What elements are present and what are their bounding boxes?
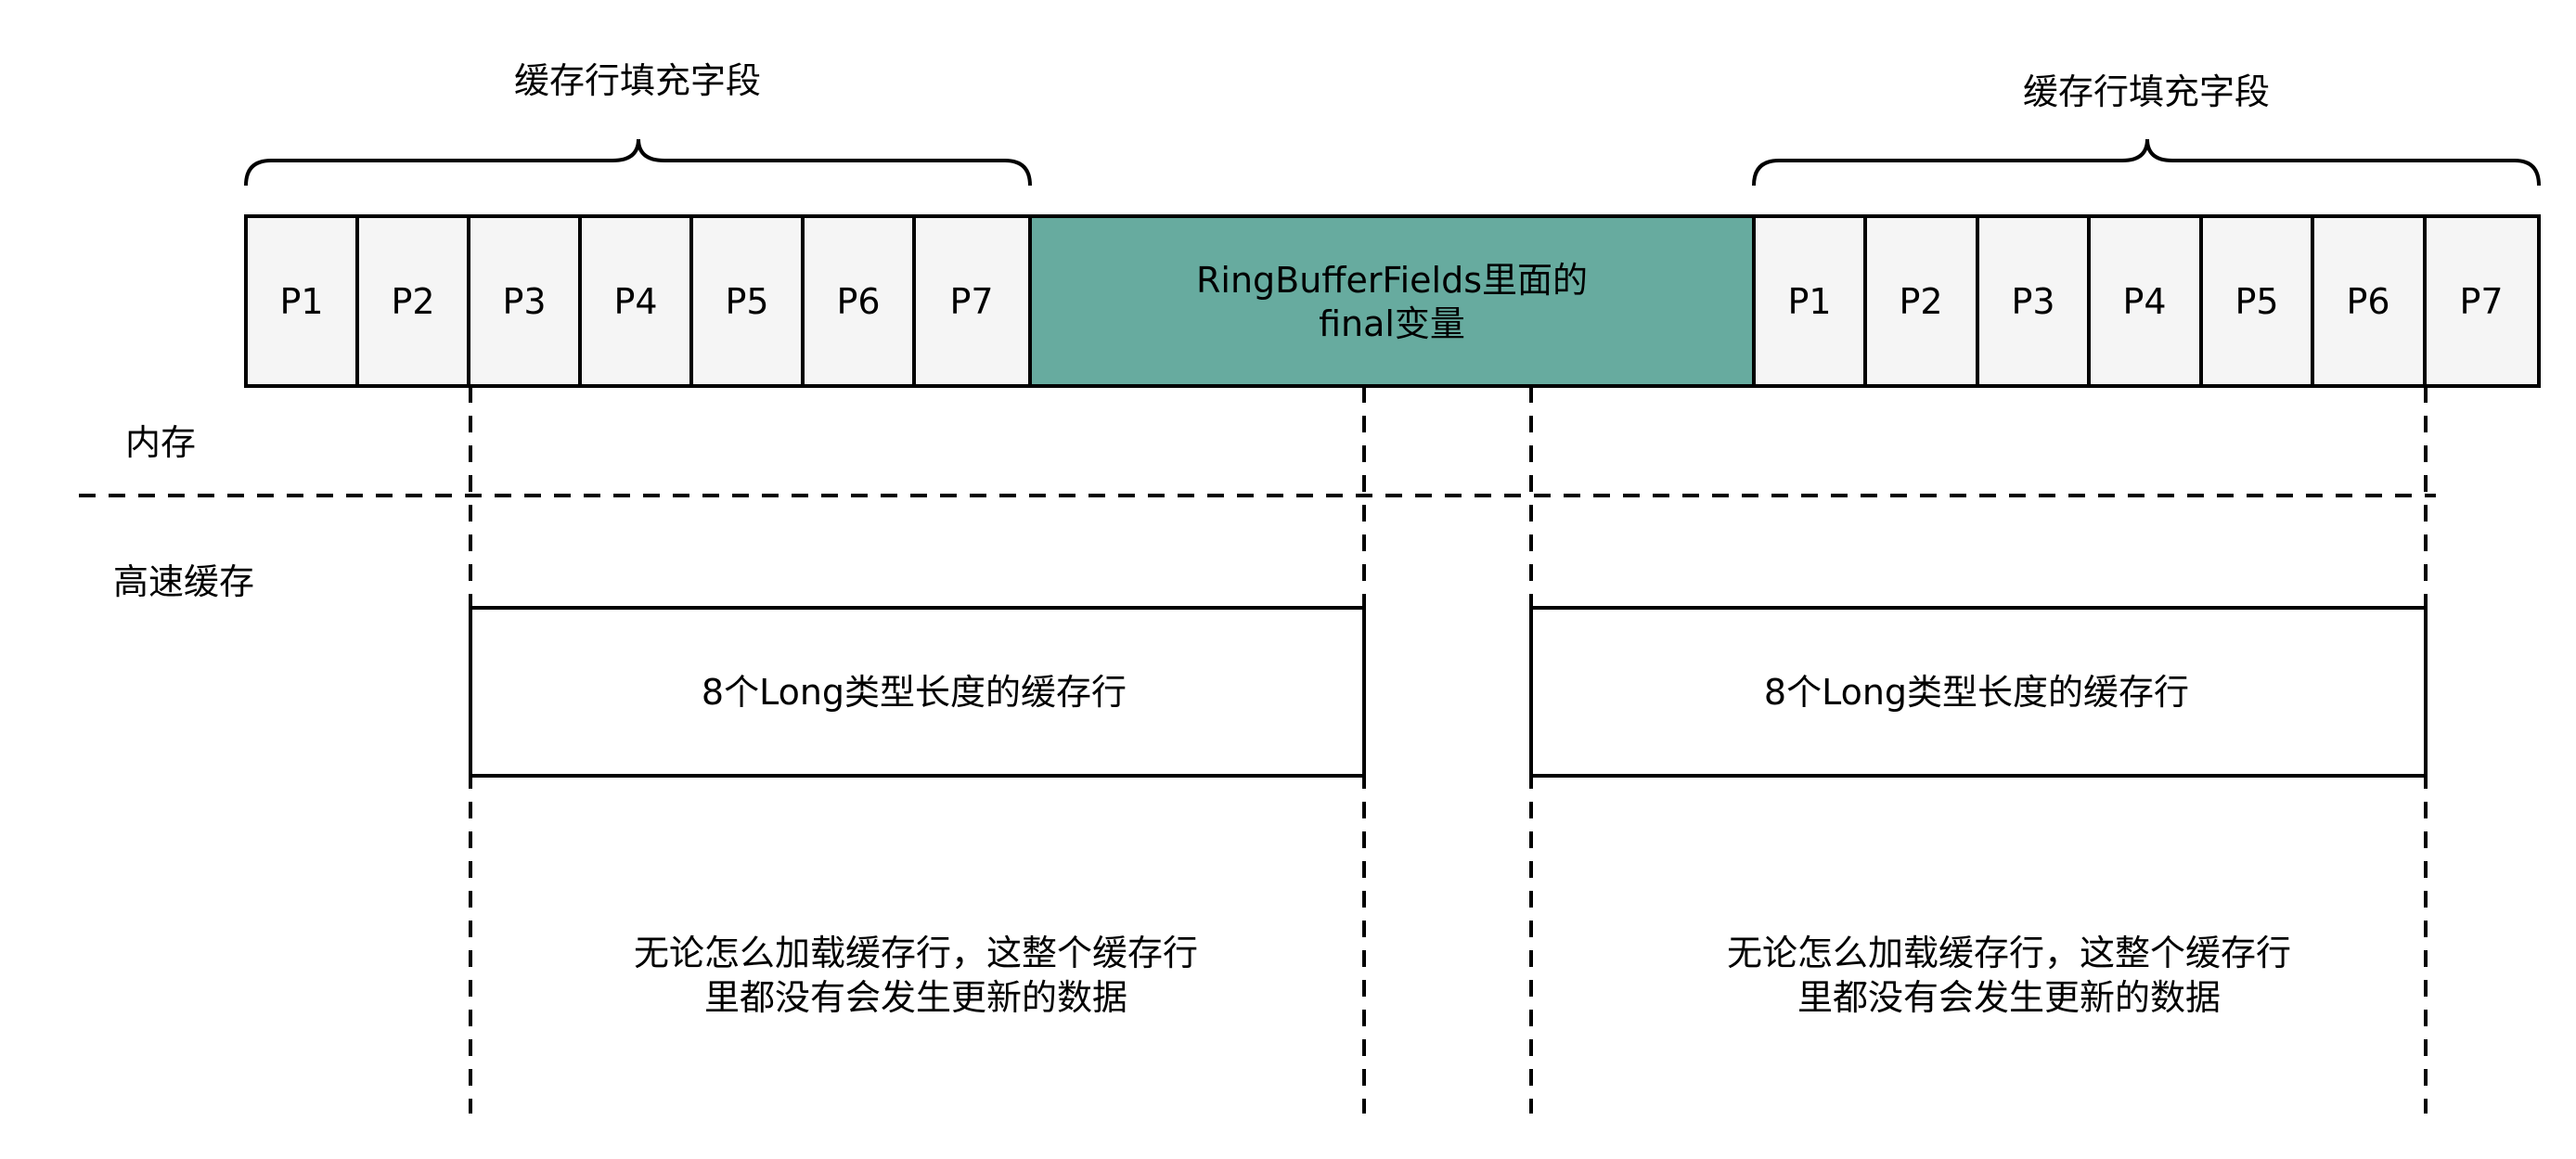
padding-cell-label: P1 — [1787, 281, 1831, 322]
left-padding-cells: P1 P2 P3 P4 P5 P6 P7 — [244, 214, 1032, 388]
right-note-line1: 无论怎么加载缓存行，这整个缓存行 — [1727, 933, 2291, 973]
padding-cell-label: P3 — [502, 281, 546, 322]
left-note-line2: 里都没有会发生更新的数据 — [704, 977, 1127, 1018]
right-note-line2: 里都没有会发生更新的数据 — [1797, 977, 2221, 1018]
right-cache-line-label: 8个Long类型长度的缓存行 — [1764, 672, 2189, 713]
padding-cell: P4 — [2087, 214, 2203, 388]
right-cache-line: 8个Long类型长度的缓存行 — [1529, 606, 2428, 778]
padding-cell: P2 — [355, 214, 470, 388]
center-block-line1: RingBufferFields里面的 — [1196, 260, 1588, 301]
padding-cell-label: P3 — [2011, 281, 2054, 322]
padding-cell-label: P6 — [2346, 281, 2389, 322]
right-padding-cells: P1 P2 P3 P4 P5 P6 P7 — [1752, 214, 2541, 388]
left-note-line1: 无论怎么加载缓存行，这整个缓存行 — [634, 933, 1198, 973]
padding-cell: P7 — [2423, 214, 2541, 388]
padding-cell: P1 — [244, 214, 359, 388]
memory-label: 内存 — [125, 422, 196, 463]
padding-cell-label: P5 — [2235, 281, 2278, 322]
ringbuffer-fields-block: RingBufferFields里面的 final变量 — [1028, 214, 1756, 388]
left-cache-line: 8个Long类型长度的缓存行 — [469, 606, 1366, 778]
padding-cell-label: P1 — [279, 281, 323, 322]
left-brace-label: 缓存行填充字段 — [514, 60, 761, 101]
padding-cell-label: P7 — [949, 281, 993, 322]
center-block-line2: final变量 — [1319, 303, 1465, 344]
left-padding-brace — [244, 138, 1032, 187]
padding-cell: P6 — [2311, 214, 2427, 388]
padding-cell: P3 — [467, 214, 582, 388]
padding-cell: P6 — [801, 214, 916, 388]
left-cache-line-label: 8个Long类型长度的缓存行 — [702, 672, 1127, 713]
padding-cell: P1 — [1752, 214, 1867, 388]
padding-cell-label: P4 — [613, 281, 657, 322]
padding-cell: P2 — [1863, 214, 1979, 388]
padding-cell: P7 — [912, 214, 1032, 388]
right-padding-brace — [1752, 138, 2541, 187]
padding-cell-label: P7 — [2459, 281, 2503, 322]
padding-cell: P5 — [689, 214, 805, 388]
right-brace-label: 缓存行填充字段 — [2023, 71, 2270, 112]
padding-cell-label: P4 — [2122, 281, 2166, 322]
padding-cell: P4 — [578, 214, 693, 388]
padding-cell: P5 — [2199, 214, 2314, 388]
padding-cell-label: P2 — [391, 281, 434, 322]
cache-label: 高速缓存 — [113, 561, 254, 602]
padding-cell-label: P6 — [836, 281, 880, 322]
padding-cell: P3 — [1976, 214, 2091, 388]
padding-cell-label: P5 — [725, 281, 768, 322]
padding-cell-label: P2 — [1899, 281, 1942, 322]
